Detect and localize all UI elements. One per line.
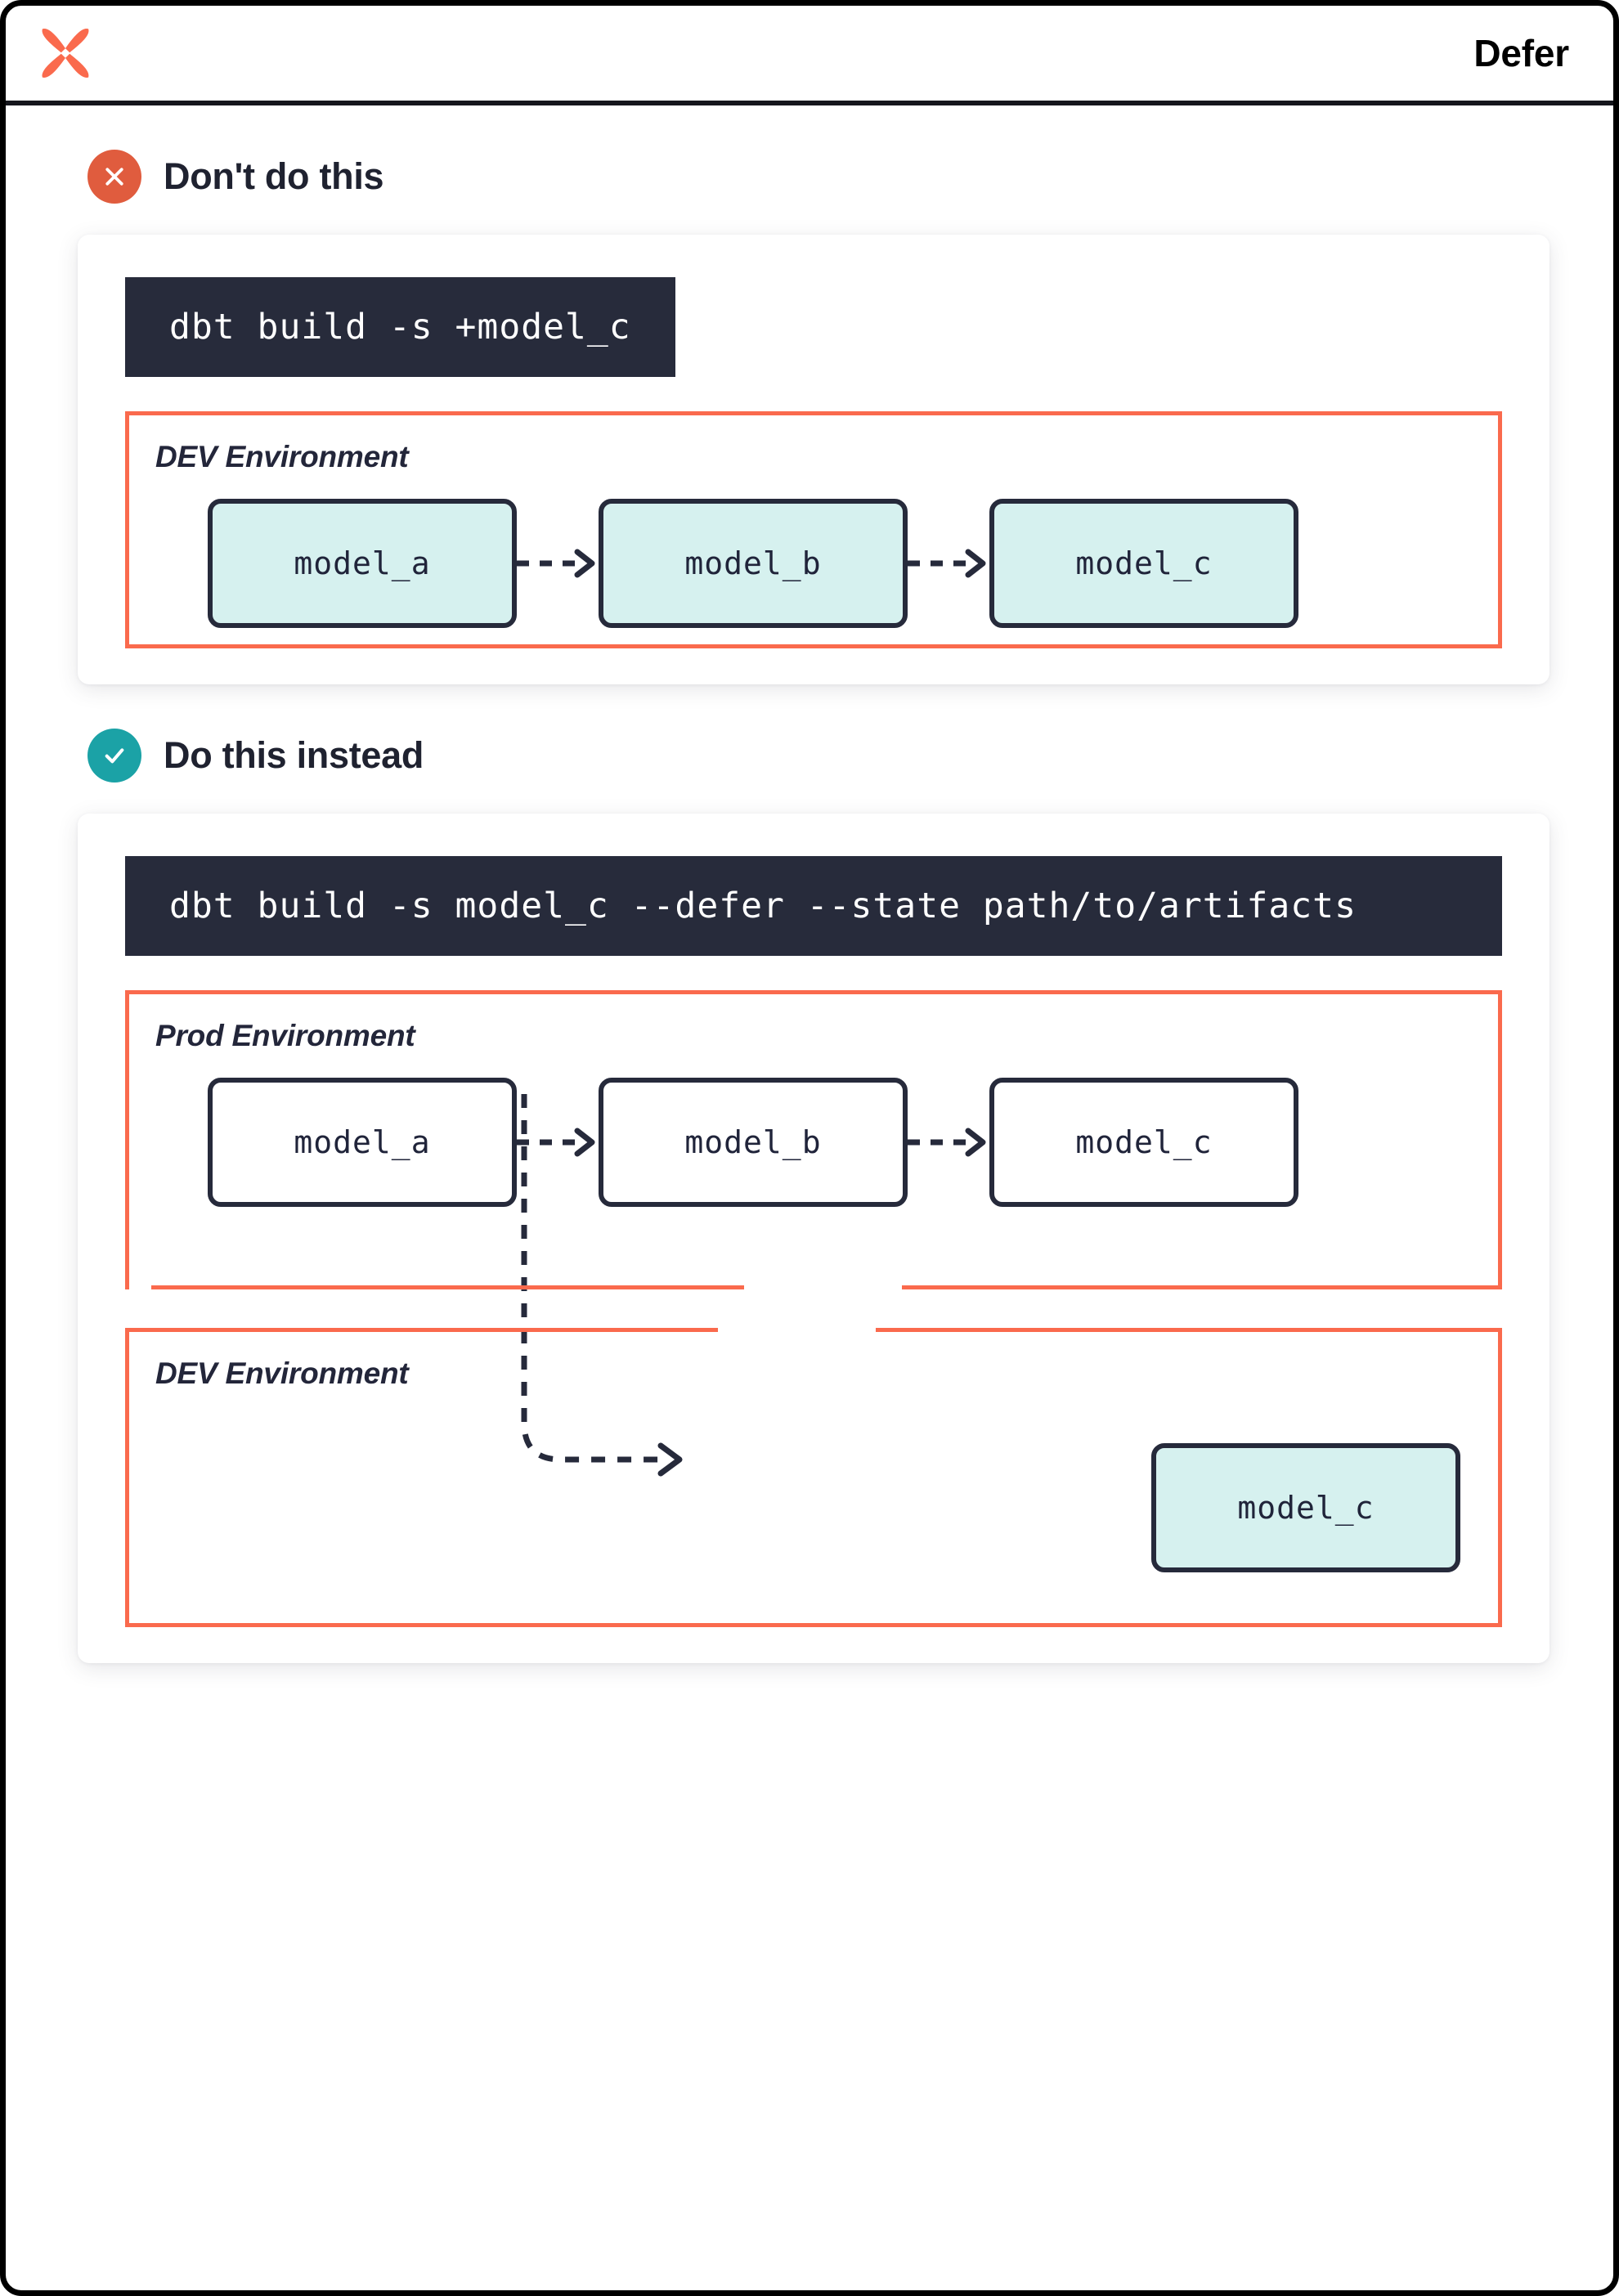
section-do-this-instead: Do this instead dbt build -s model_c --d…	[6, 729, 1613, 1663]
arrow-b-to-c	[908, 547, 989, 580]
command-1: dbt build -s +model_c	[125, 277, 675, 377]
section-1-title: Don't do this	[164, 155, 384, 197]
prod-env-bottom-border	[151, 1285, 1502, 1289]
model-row-prod: model_a model_b	[155, 1078, 1498, 1285]
page-header: Defer	[6, 6, 1613, 105]
dev-border-segment-left	[125, 1328, 718, 1332]
model-box-model-b[interactable]: model_b	[599, 499, 908, 628]
arrow-prod-b-to-c	[908, 1126, 989, 1159]
x-circle-icon	[87, 150, 141, 204]
env-box-dev-2: DEV Environment model_c	[125, 1328, 1502, 1627]
section-2-card: dbt build -s model_c --defer --state pat…	[78, 814, 1549, 1663]
model-row-dev-2: model_c	[155, 1443, 1498, 1572]
prod-border-segment-right	[902, 1285, 1502, 1289]
page-title: Defer	[1473, 32, 1569, 74]
page-content: Don't do this dbt build -s +model_c DEV …	[6, 150, 1613, 1663]
section-1-header: Don't do this	[6, 150, 1613, 204]
env-label-dev-1: DEV Environment	[155, 440, 409, 473]
model-box-prod-model-a[interactable]: model_a	[208, 1078, 517, 1207]
env-box-prod: Prod Environment model_a model_b	[125, 990, 1502, 1289]
dev-env-top-border	[125, 1328, 1502, 1332]
section-2-header: Do this instead	[6, 729, 1613, 783]
env-label-prod: Prod Environment	[155, 1019, 415, 1052]
model-box-prod-model-b[interactable]: model_b	[599, 1078, 908, 1207]
arrow-a-to-b	[517, 547, 599, 580]
model-box-model-a[interactable]: model_a	[208, 499, 517, 628]
arrow-prod-a-to-b	[517, 1126, 599, 1159]
model-box-model-c[interactable]: model_c	[989, 499, 1298, 628]
section-1-card: dbt build -s +model_c DEV Environment mo…	[78, 235, 1549, 684]
check-circle-icon	[87, 729, 141, 783]
env-label-dev-2: DEV Environment	[155, 1357, 409, 1390]
section-2-title: Do this instead	[164, 734, 424, 776]
env-box-dev-1: DEV Environment model_a model_b	[125, 411, 1502, 648]
model-row-dev-1: model_a model_b	[155, 499, 1498, 628]
model-box-dev-model-c[interactable]: model_c	[1151, 1443, 1460, 1572]
command-2: dbt build -s model_c --defer --state pat…	[125, 856, 1502, 956]
dbt-logo-icon	[35, 23, 96, 83]
section-dont-do-this: Don't do this dbt build -s +model_c DEV …	[6, 150, 1613, 684]
dev-border-segment-right	[876, 1328, 1502, 1332]
prod-border-segment-left	[151, 1285, 744, 1289]
model-box-prod-model-c[interactable]: model_c	[989, 1078, 1298, 1207]
